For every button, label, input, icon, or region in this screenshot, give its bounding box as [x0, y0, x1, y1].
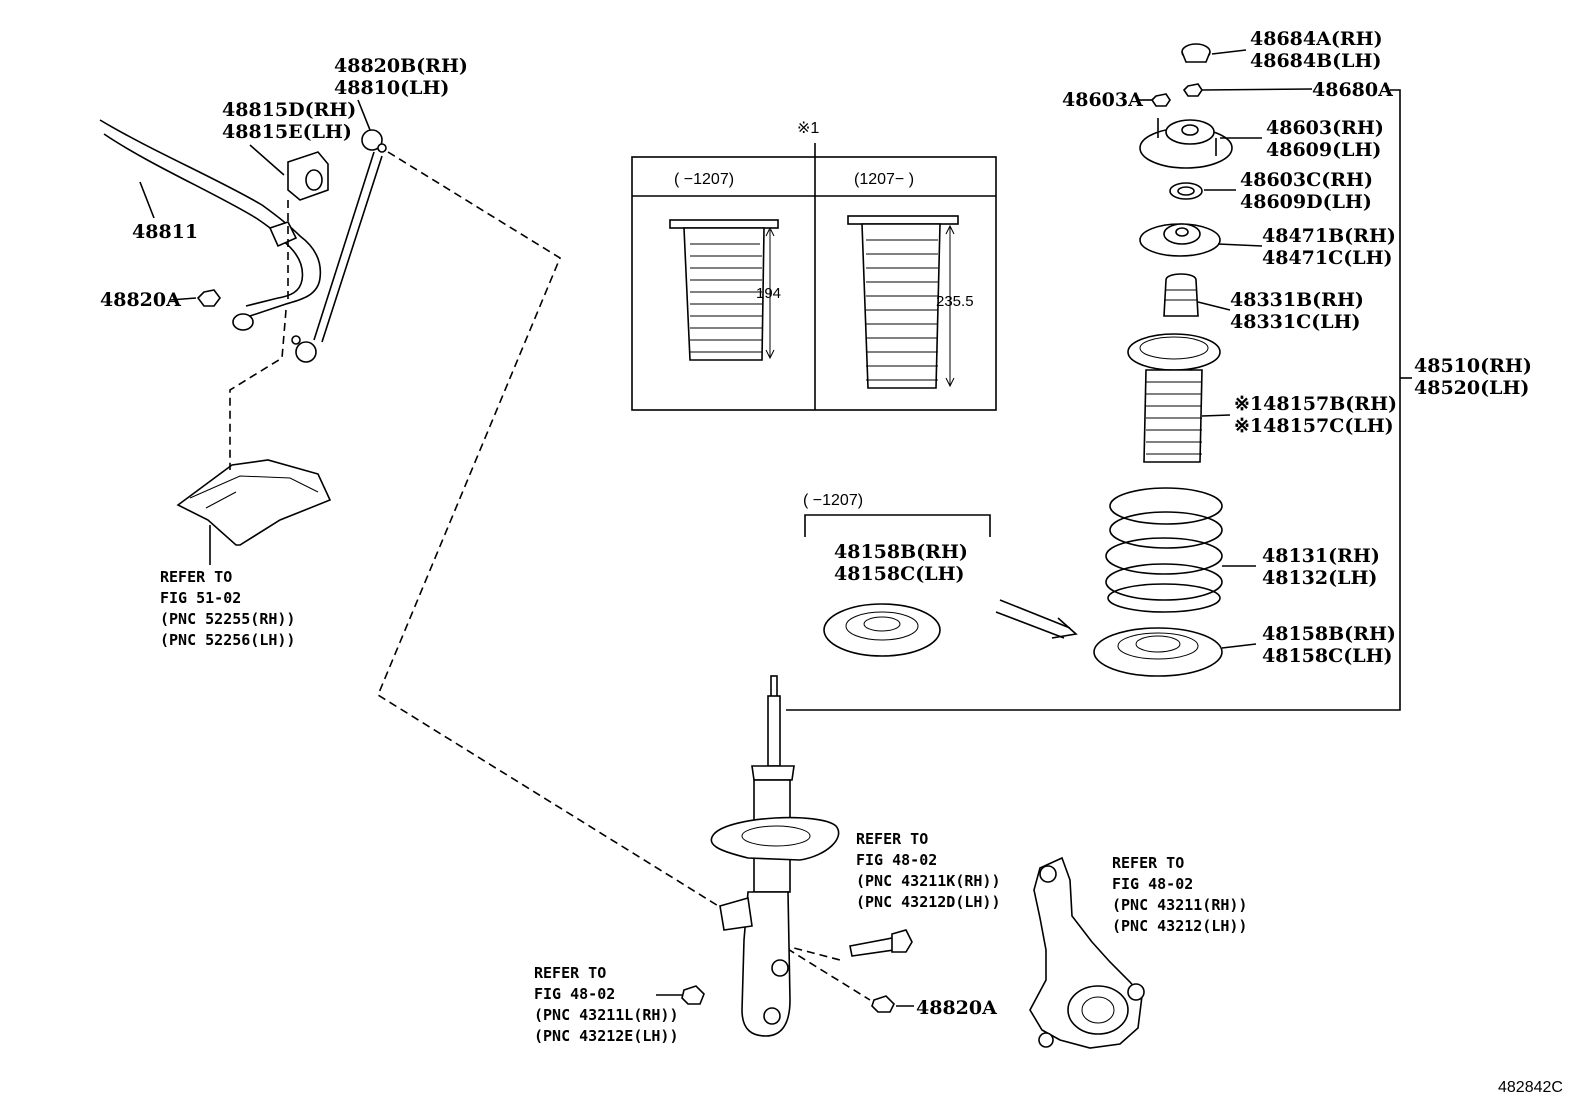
label-48131: 48131(RH) — [1262, 545, 1380, 567]
mount-cap — [1181, 43, 1211, 63]
dust-boot-short — [669, 219, 779, 361]
ref-fig48-knuckle-line1: REFER TO — [1112, 854, 1184, 872]
bump-stopper — [1163, 273, 1199, 317]
label-48820b: 48820B(RH) — [334, 55, 468, 77]
ref-fig48-knuckle-line3: (PNC 43211(RH)) — [1112, 896, 1247, 914]
lower-insulator-mid — [823, 603, 941, 657]
label-48680a: 48680A — [1312, 79, 1393, 101]
figure-id: 482842C — [1498, 1079, 1563, 1096]
label-48684b: 48684B(LH) — [1250, 50, 1381, 72]
label-48811: 48811 — [132, 221, 198, 243]
label-48132: 48132(LH) — [1262, 567, 1377, 589]
label-48157c: ※148157C(LH) — [1234, 415, 1394, 437]
inset-col2-header: (1207− ) — [854, 171, 914, 188]
label-48158c-right: 48158C(LH) — [1262, 645, 1393, 667]
stabilizer-link — [291, 129, 387, 363]
label-48820a-bottom: 48820A — [916, 997, 997, 1019]
bearing-washer — [1169, 182, 1203, 200]
label-48815d: 48815D(RH) — [222, 99, 356, 121]
label-48603a: 48603A — [1062, 89, 1143, 111]
label-48157b: ※148157B(RH) — [1234, 393, 1397, 415]
ref-fig48-bolt-line4: (PNC 43212E(LH)) — [534, 1027, 679, 1045]
ref-fig48-strut-line3: (PNC 43211K(RH)) — [856, 872, 1001, 890]
ref-fig51-line2: FIG 51-02 — [160, 589, 241, 607]
boot-variant-inset — [631, 143, 997, 411]
period-note: ( −1207) — [803, 492, 863, 509]
stabilizer-bushing — [287, 151, 329, 201]
label-48471c: 48471C(LH) — [1262, 247, 1393, 269]
ref-fig48-bolt-line1: REFER TO — [534, 964, 606, 982]
ref-fig48-bolt-line2: FIG 48-02 — [534, 985, 615, 1003]
upper-support — [1139, 118, 1233, 169]
lower-insulator-right — [1093, 627, 1223, 677]
bracket-nut — [196, 289, 254, 331]
label-48810: 48810(LH) — [334, 77, 449, 99]
label-48158b-right: 48158B(RH) — [1262, 623, 1396, 645]
ref-fig48-strut-line2: FIG 48-02 — [856, 851, 937, 869]
steering-knuckle — [1029, 856, 1145, 1049]
inset-note-mark: ※1 — [797, 120, 819, 137]
inset-dim-235: 235.5 — [936, 293, 974, 310]
label-48815e: 48815E(LH) — [222, 121, 352, 143]
label-48158b-mid: 48158B(RH) — [834, 541, 968, 563]
ref-fig48-bolt-line3: (PNC 43211L(RH)) — [534, 1006, 679, 1024]
label-48820a-left: 48820A — [100, 289, 181, 311]
label-48331b: 48331B(RH) — [1230, 289, 1364, 311]
knuckle-bolt — [849, 929, 913, 957]
ref-fig51-line1: REFER TO — [160, 568, 232, 586]
mount-nut — [1182, 83, 1203, 97]
ref-fig48-strut-line1: REFER TO — [856, 830, 928, 848]
inset-dim-194: 194 — [756, 285, 781, 302]
ref-fig51-line4: (PNC 52256(LH)) — [160, 631, 295, 649]
coil-spring — [1105, 487, 1223, 613]
stabilizer-bar — [99, 119, 322, 317]
label-48510: 48510(RH) — [1414, 355, 1532, 377]
dust-boot-long — [847, 215, 959, 389]
label-48331c: 48331C(LH) — [1230, 311, 1361, 333]
label-48520: 48520(LH) — [1414, 377, 1529, 399]
lower-nut — [871, 995, 895, 1013]
label-48609: 48609(LH) — [1266, 139, 1381, 161]
label-48603c: 48603C(RH) — [1240, 169, 1373, 191]
ref-fig51-line3: (PNC 52255(RH)) — [160, 610, 295, 628]
label-48609d: 48609D(LH) — [1240, 191, 1372, 213]
label-48603: 48603(RH) — [1266, 117, 1384, 139]
mount-small-nut — [1150, 93, 1171, 107]
dust-boot — [1127, 333, 1221, 463]
ref-fig48-knuckle-line2: FIG 48-02 — [1112, 875, 1193, 893]
label-48158c-mid: 48158C(LH) — [834, 563, 965, 585]
ref-fig48-strut-line4: (PNC 43212D(LH)) — [856, 893, 1001, 911]
inset-col1-header: ( −1207) — [674, 171, 734, 188]
install-arrow — [995, 599, 1078, 639]
label-48684a: 48684A(RH) — [1250, 28, 1383, 50]
ref-fig48-knuckle-line4: (PNC 43212(LH)) — [1112, 917, 1247, 935]
knuckle-nut — [681, 985, 705, 1005]
body-bracket — [176, 459, 332, 546]
upper-seat — [1139, 223, 1221, 257]
label-48471b: 48471B(RH) — [1262, 225, 1396, 247]
shock-absorber — [710, 675, 840, 1037]
